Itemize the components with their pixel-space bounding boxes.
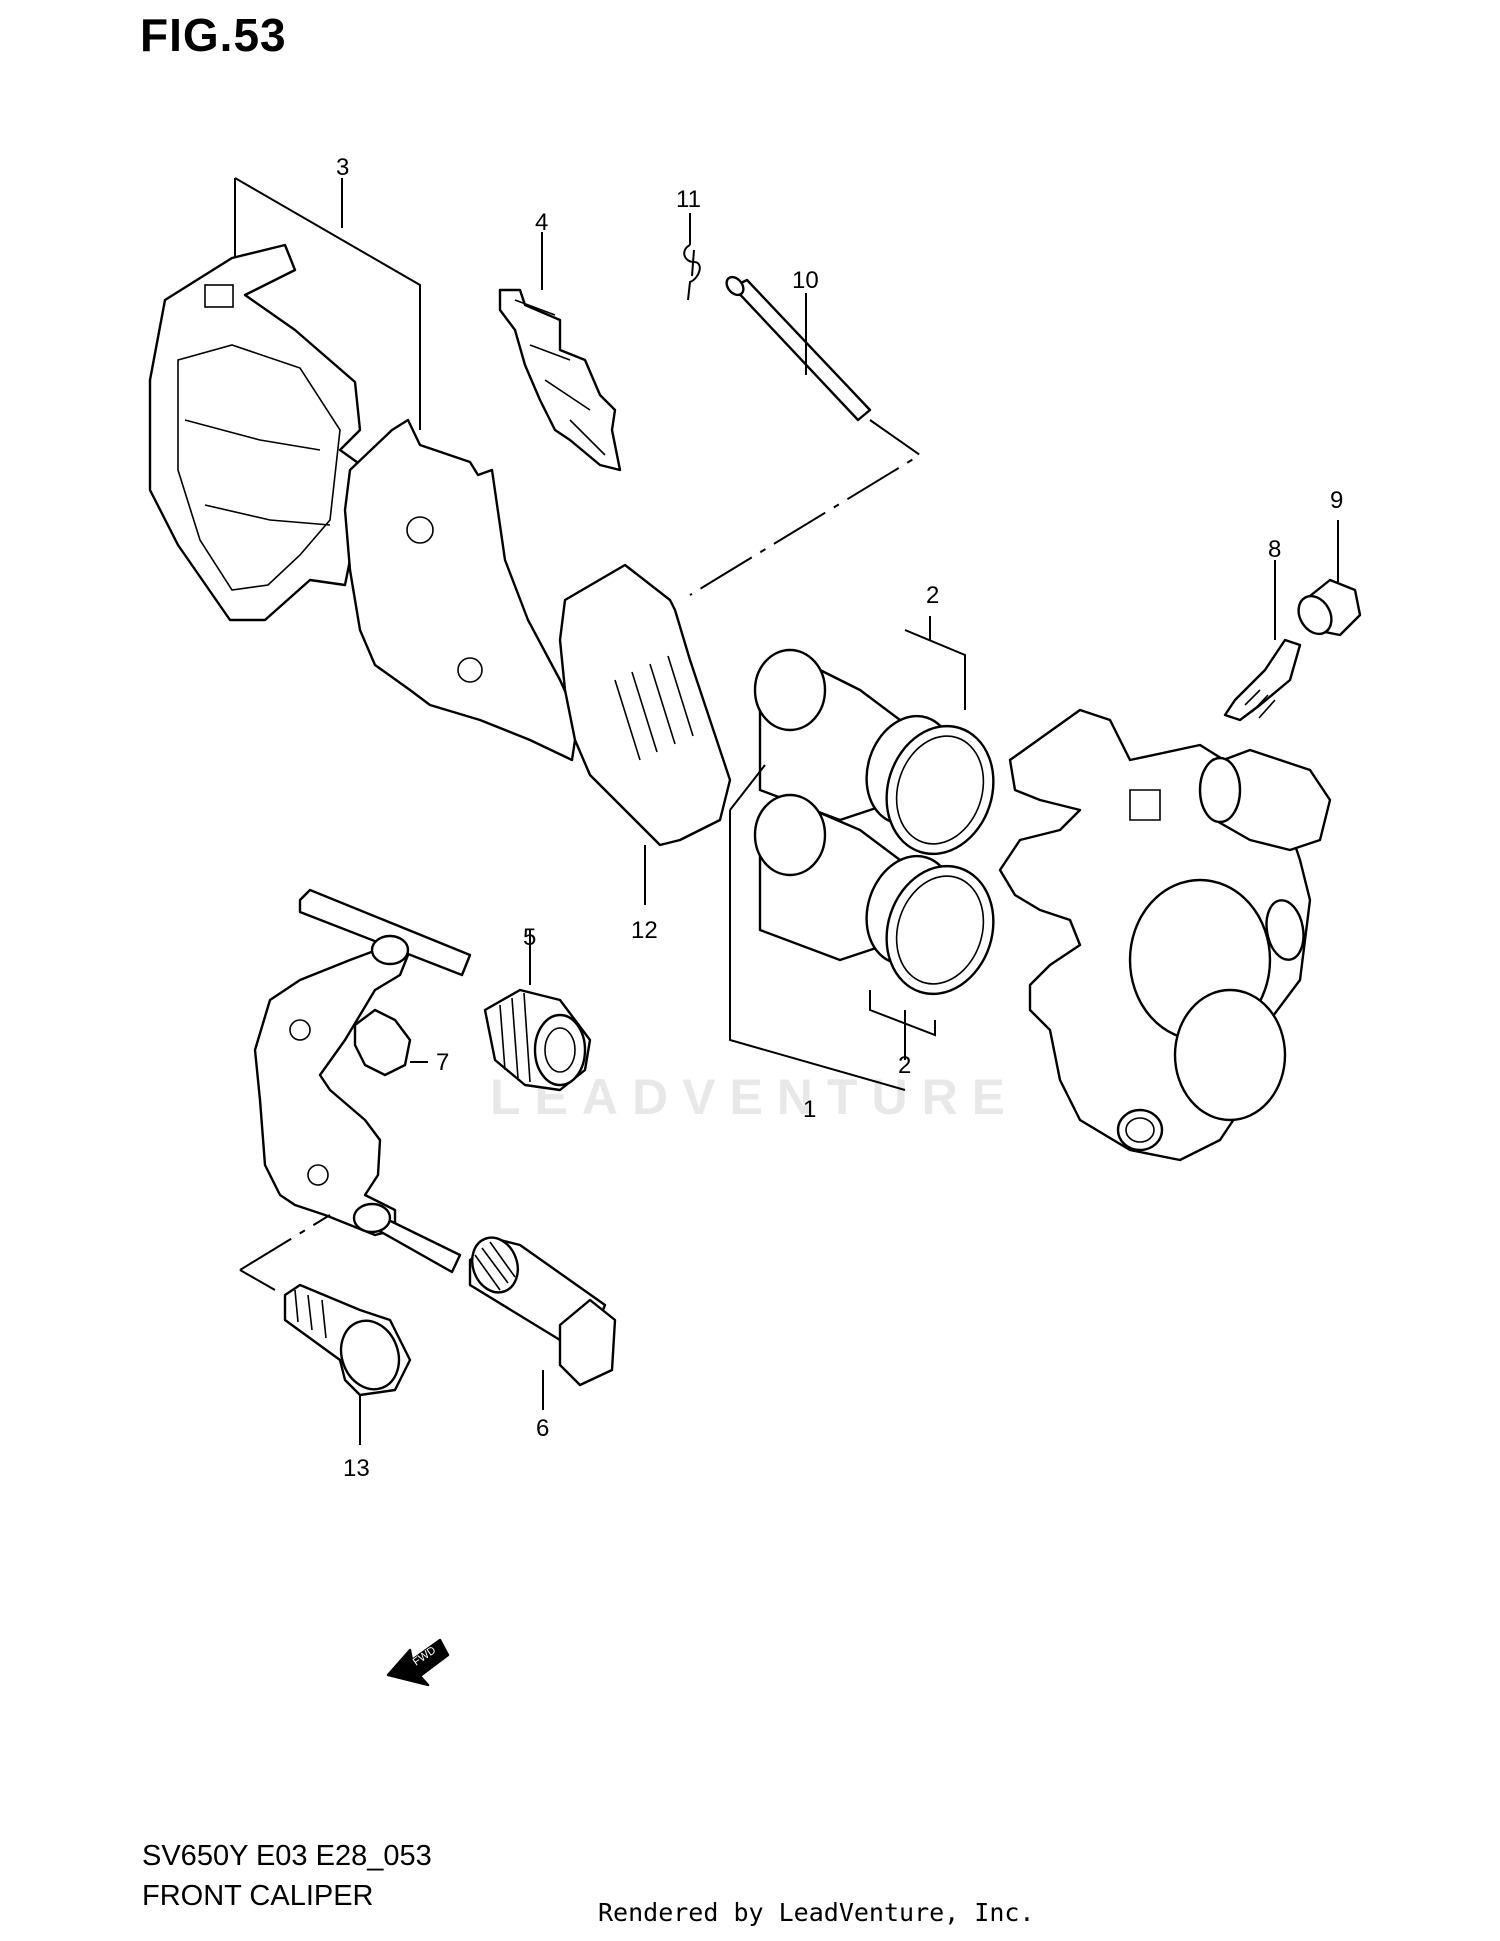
- callout-2-upper: 2: [926, 582, 939, 609]
- callout-1: 1: [803, 1096, 816, 1123]
- bracket-boot: [353, 1008, 428, 1077]
- callout-2-lower: 2: [898, 1052, 911, 1079]
- callout-12: 12: [631, 917, 658, 944]
- callout-5: 5: [523, 924, 536, 951]
- section-name: FRONT CALIPER: [142, 1880, 374, 1912]
- piston-set: [729, 629, 995, 1091]
- bleeder-cap: [1297, 520, 1362, 637]
- slide-pin: [468, 1236, 617, 1410]
- brake-pad-set: [148, 177, 580, 762]
- figure-title: FIG.53: [140, 9, 287, 61]
- caliper-body: [998, 708, 1332, 1162]
- callout-11: 11: [676, 186, 701, 213]
- bleeder-valve: [1223, 560, 1302, 722]
- pad-pin: [689, 275, 922, 596]
- callout-6: 6: [536, 1415, 549, 1442]
- model-code: SV650Y E03 E28_053: [142, 1840, 432, 1872]
- retaining-clip: [683, 244, 701, 301]
- render-credit: Rendered by LeadVenture, Inc.: [598, 1898, 1035, 1927]
- leader-lines: [341, 178, 931, 1060]
- callout-9: 9: [1330, 487, 1343, 514]
- caliper-bracket: [239, 888, 472, 1291]
- callout-8: 8: [1268, 536, 1281, 563]
- caliper-bolt: [283, 1283, 412, 1445]
- pin-boot: [483, 930, 592, 1092]
- callout-13: 13: [343, 1455, 370, 1482]
- anti-squeal-shim: [558, 563, 732, 847]
- fwd-arrow-icon: FWD: [386, 1638, 450, 1687]
- callout-7: 7: [436, 1049, 449, 1076]
- callout-3: 3: [336, 154, 349, 181]
- pad-spring: [498, 288, 622, 472]
- callout-labels: 1 2 2 3 4 5 6 7 8 9 10 11 12 13: [336, 154, 1343, 1482]
- callout-10: 10: [792, 267, 819, 294]
- callout-4: 4: [535, 209, 548, 236]
